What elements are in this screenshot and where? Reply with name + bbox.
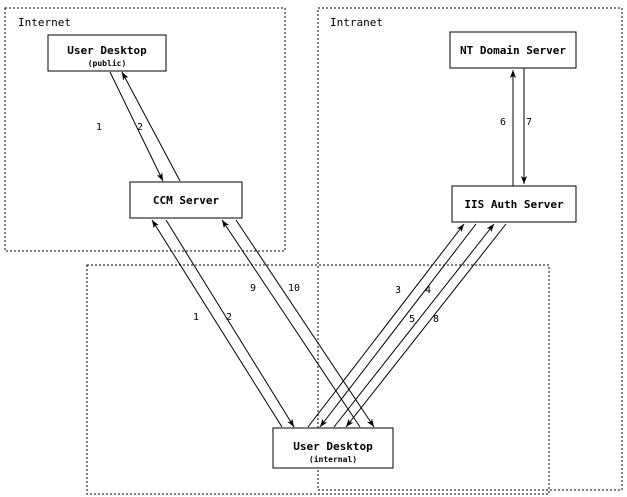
step-label-8: 8 bbox=[433, 314, 439, 325]
nodes: User Desktop (public) CCM Server NT Doma… bbox=[47, 31, 577, 469]
node-box-iis-auth-server[interactable] bbox=[451, 185, 577, 223]
node-subtitle-user-desktop-internal: (internal) bbox=[309, 454, 357, 464]
connector-internal-to-ccm-9 bbox=[221, 219, 361, 428]
node-box-nt-domain-server[interactable] bbox=[449, 31, 577, 69]
node-title-ccm-server: CCM Server bbox=[153, 194, 220, 207]
step-label-10: 10 bbox=[288, 283, 300, 294]
zone-internal-box bbox=[86, 264, 550, 495]
connectors bbox=[109, 68, 527, 428]
step-label-5: 5 bbox=[409, 314, 415, 325]
step-label-7: 7 bbox=[526, 117, 532, 128]
step-label-9: 9 bbox=[250, 283, 256, 294]
zone-internet-box bbox=[4, 7, 286, 252]
node-box-ccm-server[interactable] bbox=[129, 181, 243, 219]
zone-boundaries bbox=[4, 7, 623, 495]
connector-iis-to-internal-8 bbox=[345, 223, 507, 428]
node-box-user-desktop-internal[interactable] bbox=[272, 427, 394, 469]
node-box-user-desktop-public[interactable] bbox=[47, 34, 167, 72]
step-label-3: 3 bbox=[395, 285, 401, 296]
connector-ccm-to-internal-2 bbox=[165, 219, 295, 428]
node-user-desktop-internal[interactable]: User Desktop (internal) bbox=[272, 427, 394, 469]
connector-internal-to-ccm-1 bbox=[151, 219, 283, 428]
node-ccm-server[interactable]: CCM Server bbox=[129, 181, 243, 219]
connector-ccm-to-public-2 bbox=[121, 71, 181, 182]
connector-ccm-to-internal-10 bbox=[235, 219, 375, 428]
step-label-6: 6 bbox=[500, 117, 506, 128]
node-title-user-desktop-internal: User Desktop bbox=[293, 440, 373, 453]
node-title-user-desktop-public: User Desktop bbox=[67, 44, 147, 57]
zone-label-intranet: Intranet bbox=[330, 16, 383, 29]
connector-internal-to-iis-5 bbox=[333, 223, 495, 428]
node-title-iis-auth-server: IIS Auth Server bbox=[464, 198, 564, 211]
step-label-4: 4 bbox=[425, 285, 431, 296]
zone-label-internet: Internet bbox=[18, 16, 71, 29]
connector-iis-to-internal-4 bbox=[319, 223, 477, 428]
step-labels: 1 2 1 2 9 10 3 4 5 8 6 7 bbox=[96, 117, 532, 325]
connector-public-to-ccm-1 bbox=[109, 71, 164, 182]
step-label-1-public: 1 bbox=[96, 122, 102, 133]
node-subtitle-user-desktop-public: (public) bbox=[88, 58, 127, 68]
zone-intranet-box bbox=[317, 7, 623, 491]
step-label-1-internal: 1 bbox=[193, 312, 199, 323]
node-title-nt-domain-server: NT Domain Server bbox=[460, 44, 566, 57]
step-label-2-internal: 2 bbox=[226, 312, 232, 323]
connector-internal-to-iis-3 bbox=[307, 223, 465, 428]
node-user-desktop-public[interactable]: User Desktop (public) bbox=[47, 34, 167, 72]
node-nt-domain-server[interactable]: NT Domain Server bbox=[449, 31, 577, 69]
node-iis-auth-server[interactable]: IIS Auth Server bbox=[451, 185, 577, 223]
step-label-2-public: 2 bbox=[137, 122, 143, 133]
